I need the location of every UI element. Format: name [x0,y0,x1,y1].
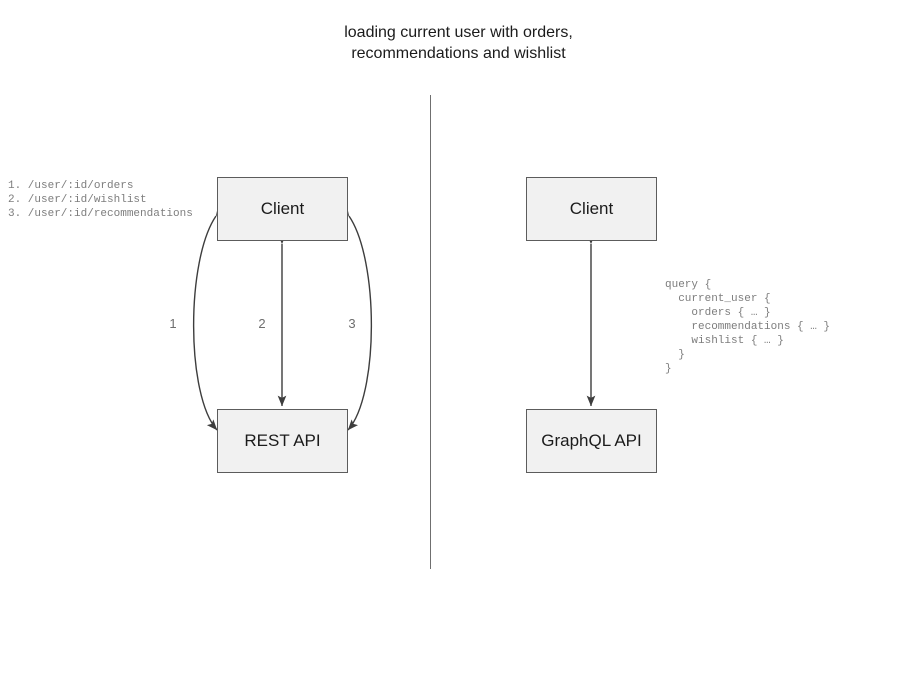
graphql-api-box[interactable]: GraphQL API [526,409,657,473]
diagram-title: loading current user with orders, recomm… [344,24,573,62]
edge-number-2: 2 [258,316,266,331]
edge-number-3: 3 [348,316,356,331]
rest-client-label: Client [260,199,305,218]
vertical-divider [430,95,431,569]
edge-1-path [192,204,226,431]
rest-client-box[interactable]: Client [217,177,348,241]
graphql-query-block: query { current_user { orders { … } reco… [665,279,831,375]
graphql-api-label: GraphQL API [541,431,642,450]
rest-endpoint-list: 1. /user/:id/orders 2. /user/:id/wishlis… [8,180,193,220]
graphql-client-box[interactable]: Client [526,177,657,241]
rest-api-box[interactable]: REST API [217,409,348,473]
edge-number-1: 1 [169,316,177,331]
rest-api-label: REST API [244,431,321,450]
graphql-client-label: Client [569,199,614,218]
